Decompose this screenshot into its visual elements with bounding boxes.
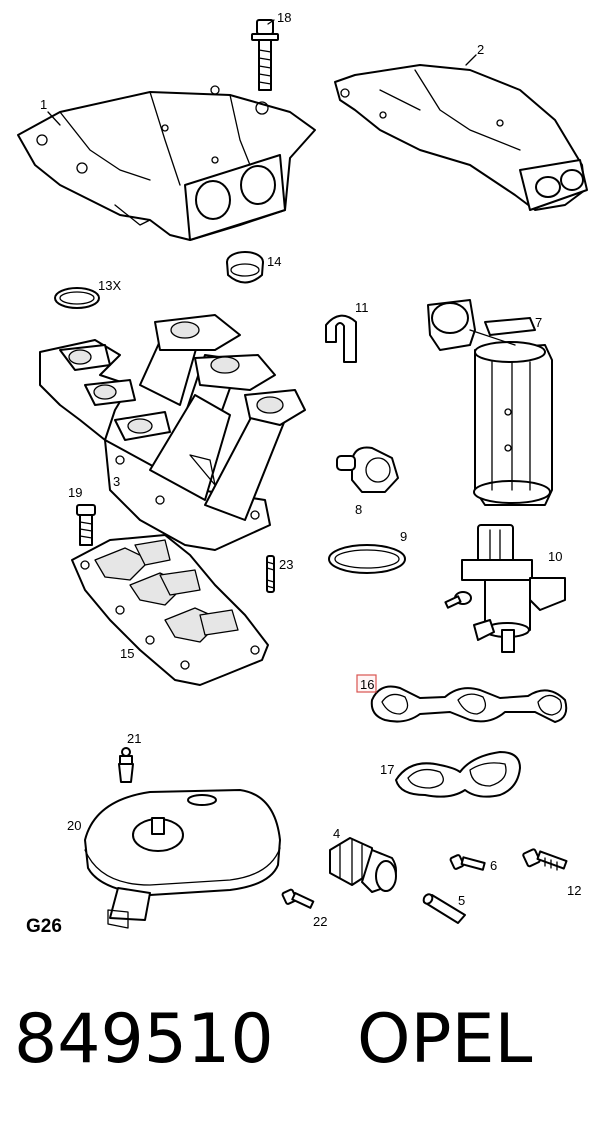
part-17-gasket[interactable] [395,751,521,798]
callout-1: 1 [40,97,47,112]
callout-4: 4 [333,826,340,841]
leader-line-18 [267,19,275,25]
leader-line-2 [465,54,477,66]
callout-18: 18 [277,10,291,25]
callout-9: 9 [400,529,407,544]
part-2-intake-manifold[interactable] [334,64,588,211]
callout-15: 15 [120,646,134,661]
callout-5: 5 [458,893,465,908]
part-19-bolt[interactable] [76,504,96,546]
part-18-bolt[interactable] [251,19,279,91]
callout-20: 20 [67,818,81,833]
group-code: G26 [26,916,62,937]
callout-17: 17 [380,762,394,777]
callout-16: 16 [360,677,374,692]
callout-14: 14 [267,254,281,269]
callout-23: 23 [279,557,293,572]
brand-name: OPEL [357,1000,532,1079]
part-16-gasket[interactable] [370,685,568,723]
callout-3: 3 [113,474,120,489]
callout-22: 22 [313,914,327,929]
part-21-screw[interactable] [118,747,134,783]
callout-12: 12 [567,883,581,898]
part-5-pin[interactable] [422,893,466,924]
part-9-o-ring[interactable] [328,544,406,574]
screw-part-10[interactable] [444,591,472,609]
part-22-bolt[interactable] [281,888,315,909]
part-11-hose[interactable] [325,314,357,363]
callout-19: 19 [68,485,82,500]
part-12-bolt[interactable] [522,848,568,871]
part-13x-o-ring[interactable] [54,287,100,309]
callout-13x: 13X [98,278,121,293]
callout-10: 10 [548,549,562,564]
callout-11: 11 [355,300,369,315]
part-1-intake-manifold-upper[interactable] [17,85,316,241]
callout-6: 6 [490,858,497,873]
callout-8: 8 [355,502,362,517]
part-14-plug[interactable] [226,251,264,284]
callout-7: 7 [535,315,542,330]
part-10-idle-air-control-valve[interactable] [461,524,566,653]
leader-line-1 [47,111,61,126]
part-8-valve[interactable] [336,446,399,493]
part-20-cover[interactable] [84,789,281,929]
part-3-lower-intake-manifold[interactable] [39,314,306,551]
part-4-fitting[interactable] [329,837,397,893]
part-23-stud[interactable] [266,555,275,593]
part-6-bolt[interactable] [449,854,486,871]
callout-16-highlight-box [356,674,377,693]
callout-21: 21 [127,731,141,746]
part-number: 849510 [14,1000,274,1079]
part-7-throttle-housing[interactable] [427,299,553,506]
callout-2: 2 [477,42,484,57]
part-15-manifold-gasket-plate[interactable] [71,534,269,686]
